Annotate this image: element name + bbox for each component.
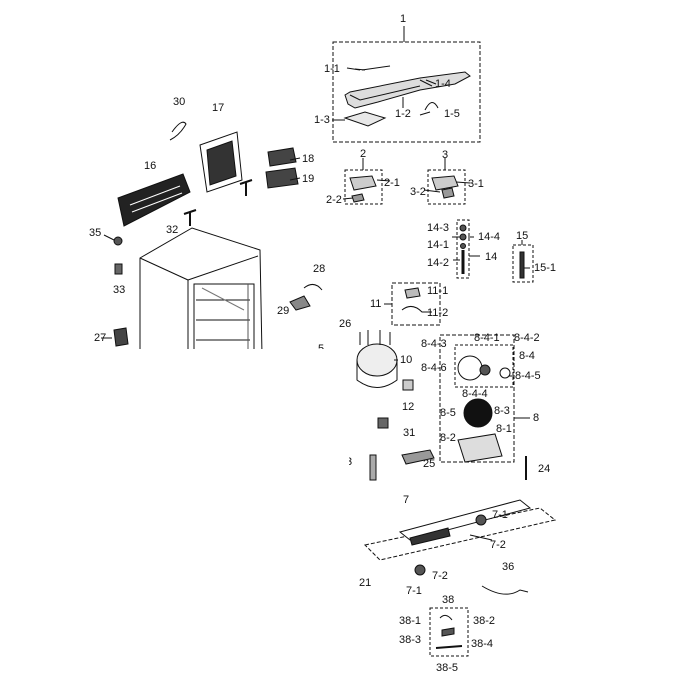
label-21: 21 xyxy=(359,577,372,589)
label-7-1-top: 7-1 xyxy=(492,509,508,521)
label-7-2-bottom: 7-2 xyxy=(432,570,448,582)
label-1-5: 1-5 xyxy=(444,108,460,120)
label-8: 8 xyxy=(533,412,540,424)
group-11-assembly xyxy=(384,282,441,326)
label-36: 36 xyxy=(502,561,515,573)
label-8-4-3: 8-4-3 xyxy=(421,338,447,350)
label-17: 17 xyxy=(212,102,225,114)
label-38-2: 38-2 xyxy=(473,615,496,627)
label-14-1: 14-1 xyxy=(427,239,450,251)
cabinet xyxy=(139,227,263,356)
label-1-2: 1-2 xyxy=(395,108,411,120)
label-3-1: 3-1 xyxy=(468,178,484,190)
group-2-hinge xyxy=(344,158,383,205)
board-18 xyxy=(267,147,297,167)
label-19: 19 xyxy=(302,173,315,185)
label-10: 10 xyxy=(400,354,413,366)
label-8-3: 8-3 xyxy=(494,405,510,417)
label-8-2: 8-2 xyxy=(440,432,456,444)
label-32: 32 xyxy=(166,224,179,236)
label-8-4-5: 8-4-5 xyxy=(515,370,541,382)
blank-region xyxy=(0,349,349,700)
label-2-2: 2-2 xyxy=(326,194,342,206)
compressor-10 xyxy=(356,330,398,388)
label-8-4-1: 8-4-1 xyxy=(474,332,500,344)
board-19 xyxy=(265,167,299,189)
label-11-1: 11-1 xyxy=(427,285,449,297)
label-18: 18 xyxy=(302,153,315,165)
label-14-4: 14-4 xyxy=(478,231,501,243)
group-15-assembly xyxy=(512,240,534,283)
label-11: 11 xyxy=(370,298,382,310)
label-38-4: 38-4 xyxy=(471,638,494,650)
label-26: 26 xyxy=(339,318,352,330)
label-31: 31 xyxy=(403,427,416,439)
label-15: 15 xyxy=(516,230,529,242)
label-14-3: 14-3 xyxy=(427,222,450,234)
label-15-1: 15-1 xyxy=(534,262,557,274)
group-1-bracket xyxy=(332,26,481,143)
label-8-1: 8-1 xyxy=(496,423,512,435)
label-2: 2 xyxy=(360,148,367,160)
group-8-assembly xyxy=(439,334,530,463)
label-3: 3 xyxy=(442,149,449,161)
label-25: 25 xyxy=(423,458,436,470)
panel-16 xyxy=(117,173,191,227)
panel-17 xyxy=(199,131,243,193)
label-38: 38 xyxy=(442,594,455,606)
label-38-5: 38-5 xyxy=(436,662,459,674)
label-24: 24 xyxy=(538,463,551,475)
label-14-2: 14-2 xyxy=(427,257,450,269)
label-2-1: 2-1 xyxy=(384,177,400,189)
label-8-4: 8-4 xyxy=(519,350,535,362)
cable-30 xyxy=(169,121,187,141)
label-27: 27 xyxy=(94,332,107,344)
group-7-base xyxy=(363,499,557,576)
label-38-1: 38-1 xyxy=(399,615,422,627)
label-3-partial: 3 xyxy=(346,456,353,468)
label-38-3: 38-3 xyxy=(399,634,422,646)
label-7-2-top: 7-2 xyxy=(490,539,506,551)
label-33: 33 xyxy=(113,284,126,296)
label-28: 28 xyxy=(313,263,326,275)
label-1: 1 xyxy=(400,13,407,25)
label-3-2: 3-2 xyxy=(410,186,426,198)
label-1-4: 1-4 xyxy=(435,78,451,90)
group-3-hinge xyxy=(427,158,466,205)
label-8-5: 8-5 xyxy=(440,407,456,419)
label-30: 30 xyxy=(173,96,186,108)
label-14: 14 xyxy=(485,251,498,263)
label-12: 12 xyxy=(402,401,415,413)
label-8-4-2: 8-4-2 xyxy=(514,332,540,344)
label-1-1: 1-1 xyxy=(324,63,340,75)
label-1-3: 1-3 xyxy=(314,114,330,126)
label-16: 16 xyxy=(144,160,157,172)
label-11-2: 11-2 xyxy=(427,307,449,319)
group-38-assembly xyxy=(429,607,469,657)
label-8-4-4: 8-4-4 xyxy=(462,388,488,400)
group-14-assembly xyxy=(456,219,480,279)
label-29: 29 xyxy=(277,305,290,317)
label-7: 7 xyxy=(403,494,410,506)
label-7-1-bottom: 7-1 xyxy=(406,585,422,597)
label-8-4-6: 8-4-6 xyxy=(421,362,447,374)
label-35: 35 xyxy=(89,227,102,239)
